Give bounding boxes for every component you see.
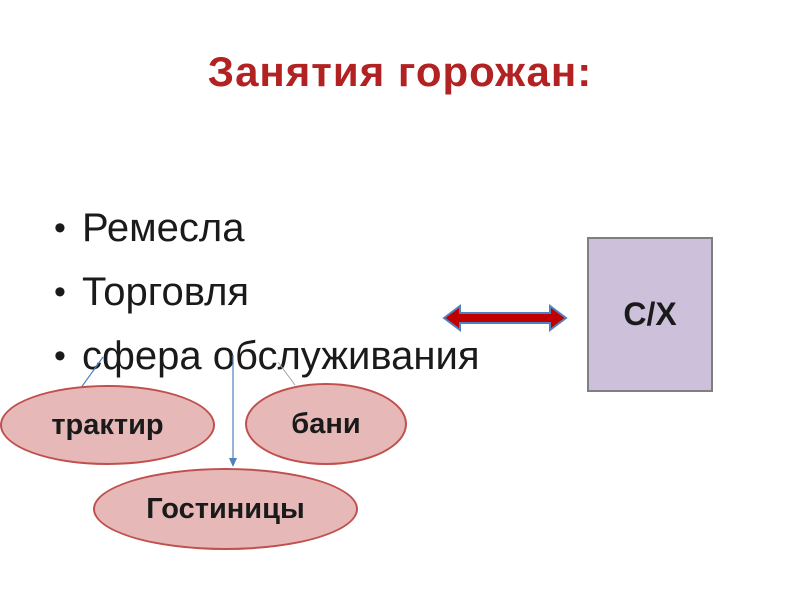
bullet-list: Ремесла Торговля сфера обслуживания (52, 196, 480, 388)
box-sh: С/Х (587, 237, 713, 392)
double-arrow-shape (442, 304, 568, 332)
connector-gostinitsy-arrowhead (229, 458, 237, 467)
oval-gostinitsy: Гостиницы (93, 468, 358, 550)
box-sh-label: С/Х (623, 296, 677, 332)
oval-traktir: трактир (0, 385, 215, 465)
bullet-item-remesla: Ремесла (52, 196, 480, 260)
bullet-item-sfera: сфера обслуживания (52, 324, 480, 388)
slide-title: Занятия горожан: (207, 48, 593, 95)
oval-traktir-label: трактир (51, 409, 164, 441)
double-arrow-icon (442, 304, 568, 332)
oval-bani-label: бани (291, 408, 361, 440)
oval-bani: бани (245, 383, 407, 465)
oval-gostinitsy-label: Гостиницы (146, 493, 305, 525)
bullet-item-torgovlya: Торговля (52, 260, 480, 324)
